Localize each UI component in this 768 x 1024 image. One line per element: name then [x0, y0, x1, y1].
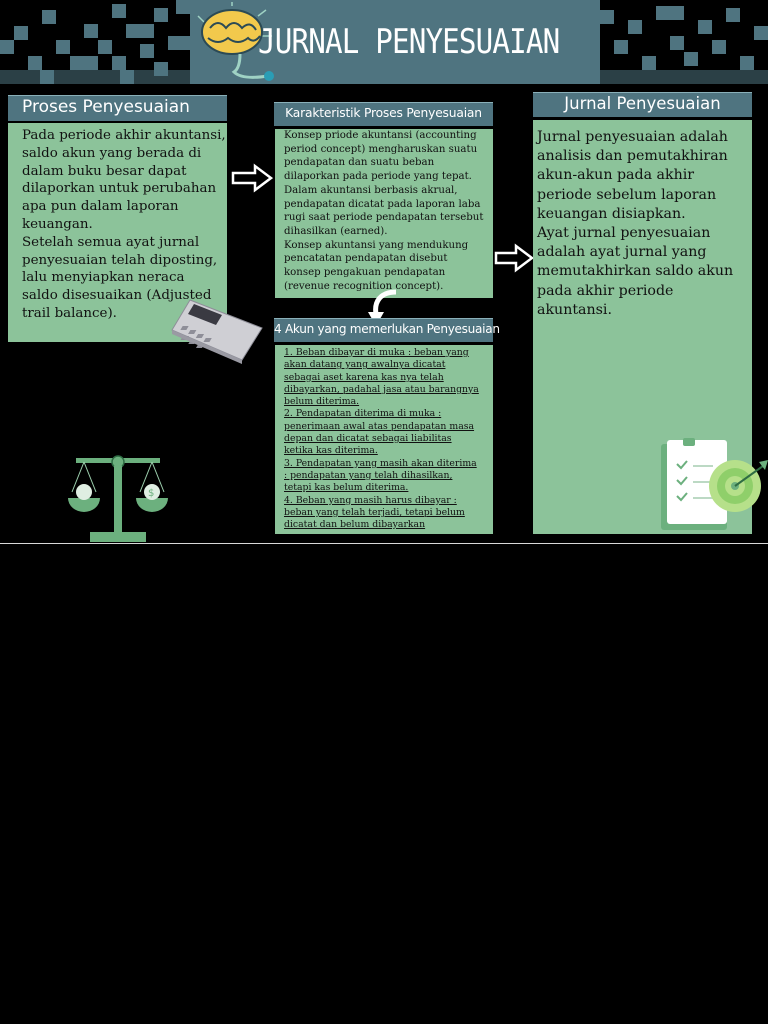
jurnal-penyesuaian-header: Jurnal Penyesuaian	[533, 92, 752, 117]
jurnal-paragraph-1: Jurnal penyesuaian adalah analisis dan p…	[537, 129, 728, 222]
arrow-right-icon	[231, 163, 273, 193]
header-label: Proses Penyesuaian	[22, 97, 190, 117]
akun-item-2: 2. Pendapatan diterima di muka : penerim…	[284, 408, 475, 457]
akun-item-1: 1. Beban dibayar di muka : beban yang ak…	[284, 347, 479, 408]
karakteristik-paragraph-3: Konsep akuntansi yang mendukung pencatat…	[284, 239, 469, 292]
calculator-icon	[171, 299, 263, 364]
empat-akun-box: 1. Beban dibayar di muka : beban yang ak…	[275, 345, 493, 534]
brain-icon	[197, 2, 274, 81]
svg-text:$: $	[148, 488, 154, 499]
page-title: JURNAL PENYESUAIAN	[258, 22, 560, 62]
page-divider	[0, 543, 768, 544]
clipboard-target-icon	[661, 438, 768, 530]
karakteristik-box: Konsep priode akuntansi (accounting peri…	[275, 129, 493, 298]
akun-item-3: 3. Pendapatan yang masih akan diterima :…	[284, 457, 477, 494]
infographic-page: JURNAL PENYESUAIAN Proses Penyesuaian Pa…	[0, 0, 768, 543]
balance-scale-icon: $	[68, 455, 168, 542]
banner: JURNAL PENYESUAIAN	[0, 0, 768, 84]
jurnal-paragraph-2: Ayat jurnal penyesuaian adalah ayat jurn…	[537, 225, 734, 318]
proses-paragraph-2: Setelah semua ayat jurnal penyesuaian te…	[22, 234, 218, 321]
empat-akun-header: 4 Akun yang memerlukan Penyesuaian	[274, 318, 500, 342]
akun-item-4: 4. Beban yang masih harus dibayar : beba…	[284, 494, 465, 531]
proses-paragraph-1: Pada periode akhir akuntansi, saldo akun…	[22, 128, 226, 232]
karakteristik-paragraph-1: Konsep priode akuntansi (accounting peri…	[284, 130, 478, 183]
karakteristik-paragraph-2: Dalam akuntansi berbasis akrual, pendapa…	[284, 184, 484, 237]
header-label: Karakteristik Proses Penyesuaian	[285, 106, 482, 120]
arrow-right-icon	[494, 243, 534, 273]
karakteristik-header: Karakteristik Proses Penyesuaian	[274, 102, 493, 126]
header-label: 4 Akun yang memerlukan Penyesuaian	[274, 322, 500, 336]
proses-penyesuaian-header: Proses Penyesuaian	[8, 95, 227, 121]
header-label: Jurnal Penyesuaian	[564, 94, 721, 113]
